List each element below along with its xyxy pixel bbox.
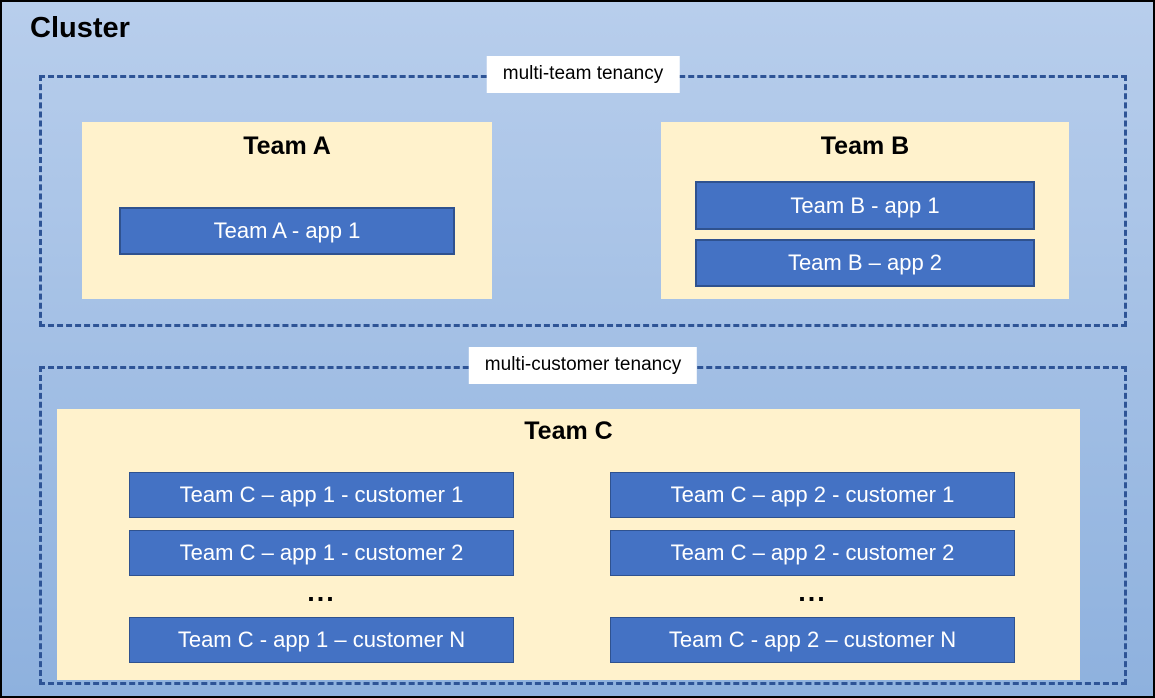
team-c-app1-ellipsis: ... [307,577,336,607]
team-a-app-1: Team A - app 1 [119,207,455,255]
team-b-app-2: Team B – app 2 [695,239,1035,287]
team-c-title: Team C [524,417,613,445]
team-c-app2-customer-2: Team C – app 2 - customer 2 [610,530,1015,576]
cluster-title: Cluster [30,12,130,44]
team-c-app2-column: Team C – app 2 - customer 1 Team C – app… [610,472,1015,663]
team-c-app1-column: Team C – app 1 - customer 1 Team C – app… [129,472,514,663]
team-b-app-1: Team B - app 1 [695,181,1035,230]
team-c-app1-customer-1: Team C – app 1 - customer 1 [129,472,514,518]
team-c-app2-ellipsis: ... [798,577,827,607]
team-c-app1-customer-n: Team C - app 1 – customer N [129,617,514,663]
multi-team-tenancy-label: multi-team tenancy [486,56,680,93]
team-c-app2-customer-n: Team C - app 2 – customer N [610,617,1015,663]
team-a-title: Team A [243,132,331,160]
team-b-box: Team B Team B - app 1 Team B – app 2 [661,122,1069,299]
team-c-app2-customer-1: Team C – app 2 - customer 1 [610,472,1015,518]
team-c-box: Team C Team C – app 1 - customer 1 Team … [57,409,1080,680]
team-a-box: Team A Team A - app 1 [82,122,492,299]
team-b-title: Team B [820,132,910,160]
multi-team-tenancy-region: multi-team tenancy Team A Team A - app 1… [39,56,1127,327]
multi-customer-tenancy-region: multi-customer tenancy Team C Team C – a… [39,347,1127,685]
team-c-app1-customer-2: Team C – app 1 - customer 2 [129,530,514,576]
multi-customer-tenancy-label: multi-customer tenancy [468,347,698,384]
